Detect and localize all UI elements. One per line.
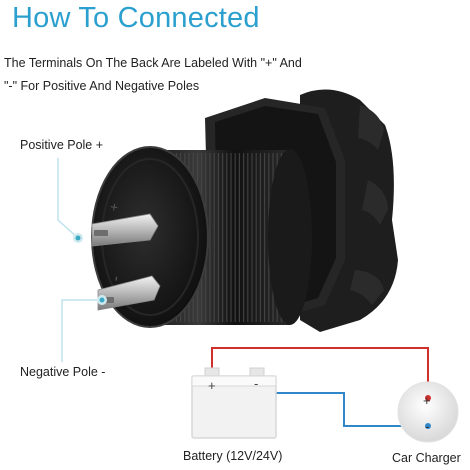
- page-title: How To Connected: [12, 2, 260, 34]
- negative-pole-label: Negative Pole -: [20, 365, 106, 379]
- svg-text:+: +: [105, 202, 122, 213]
- car-charger-label: Car Charger: [392, 451, 461, 465]
- positive-terminal-pin: [91, 213, 159, 247]
- intro-line-1: The Terminals On The Back Are Labeled Wi…: [4, 56, 302, 70]
- positive-pole-label: Positive Pole +: [20, 138, 104, 152]
- charger-minus-symbol: -: [425, 419, 429, 434]
- charger-plus-symbol: +: [423, 393, 431, 408]
- svg-text:-: -: [107, 274, 125, 282]
- car-charger: + -: [397, 381, 459, 443]
- battery-label: Battery (12V/24V): [183, 449, 283, 463]
- intro-line-2: "-" For Positive And Negative Poles: [4, 79, 200, 93]
- negative-pointer: [61, 295, 107, 362]
- intro-text: The Terminals On The Back Are Labeled Wi…: [4, 52, 464, 98]
- positive-pointer: [57, 158, 83, 243]
- battery: + -: [191, 367, 277, 439]
- positive-wire: [211, 347, 429, 398]
- battery-plus-symbol: +: [208, 378, 216, 393]
- battery-minus-symbol: -: [254, 376, 258, 391]
